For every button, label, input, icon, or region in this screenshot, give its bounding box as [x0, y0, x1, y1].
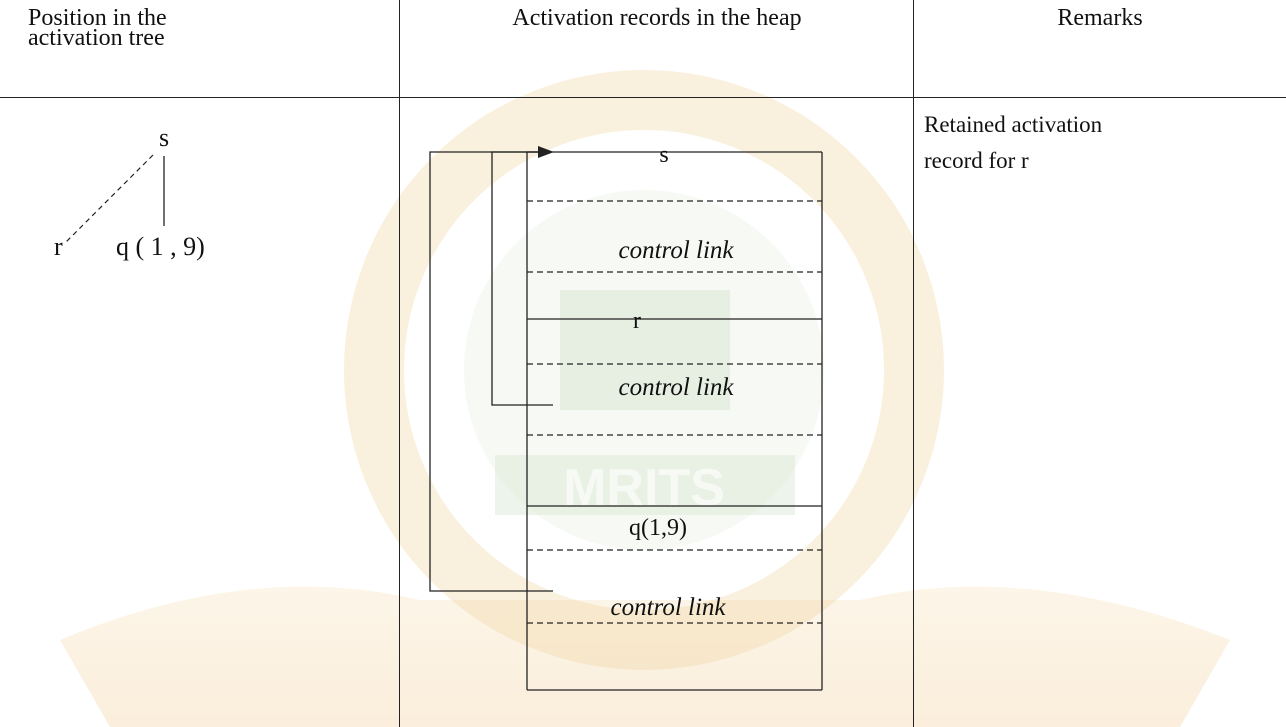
tree-node-right: q ( 1 , 9): [116, 232, 205, 261]
header-remarks: Remarks: [1057, 5, 1143, 31]
control-link-arrow-q: [429, 151, 553, 592]
record-name-r: r: [633, 308, 641, 334]
remarks-cell: Retained activation record for r: [924, 107, 1254, 179]
arrowhead: [538, 146, 554, 158]
header-divider: [0, 97, 1286, 98]
header-line: Position in the: [28, 5, 167, 31]
column-divider: [399, 0, 400, 727]
tree-edge-dashed: [63, 154, 154, 245]
column-divider: [913, 0, 914, 727]
header-heap-records: Activation records in the heap: [512, 5, 802, 31]
record-name-q: q(1,9): [629, 515, 687, 541]
remarks-line: record for r: [924, 148, 1029, 173]
record-name-s: s: [659, 142, 668, 168]
remarks-line: Retained activation: [924, 112, 1103, 137]
control-link-q: control link: [610, 594, 726, 621]
control-link-s: control link: [618, 237, 734, 264]
activation-tree: s r q ( 1 , 9): [54, 123, 205, 261]
tree-node-root: s: [159, 123, 169, 152]
control-link-arrow-r: [491, 151, 553, 406]
heap-diagram: s control link r control link q(1,9) con…: [429, 142, 823, 691]
header-line: activation tree: [28, 25, 165, 51]
control-link-r: control link: [618, 374, 734, 401]
tree-node-left: r: [54, 232, 63, 261]
header-position-in-tree: Position in the activation tree: [28, 5, 368, 51]
